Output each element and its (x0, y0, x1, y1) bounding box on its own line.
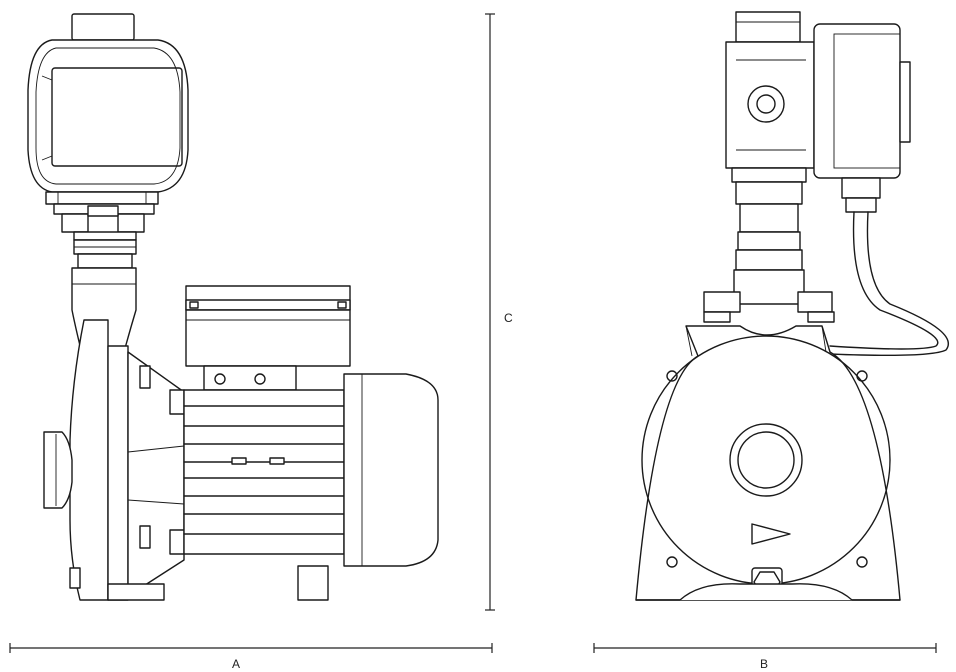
dimension-b-label: B (760, 657, 768, 671)
dimension-a-line (9, 643, 493, 653)
dimension-a-label: A (232, 657, 240, 671)
pump-front-view (635, 11, 949, 601)
pump-side-view (27, 13, 439, 601)
dimension-c-label: C (504, 311, 513, 325)
dimension-c-line (485, 13, 495, 611)
dimension-b-line (593, 643, 937, 653)
